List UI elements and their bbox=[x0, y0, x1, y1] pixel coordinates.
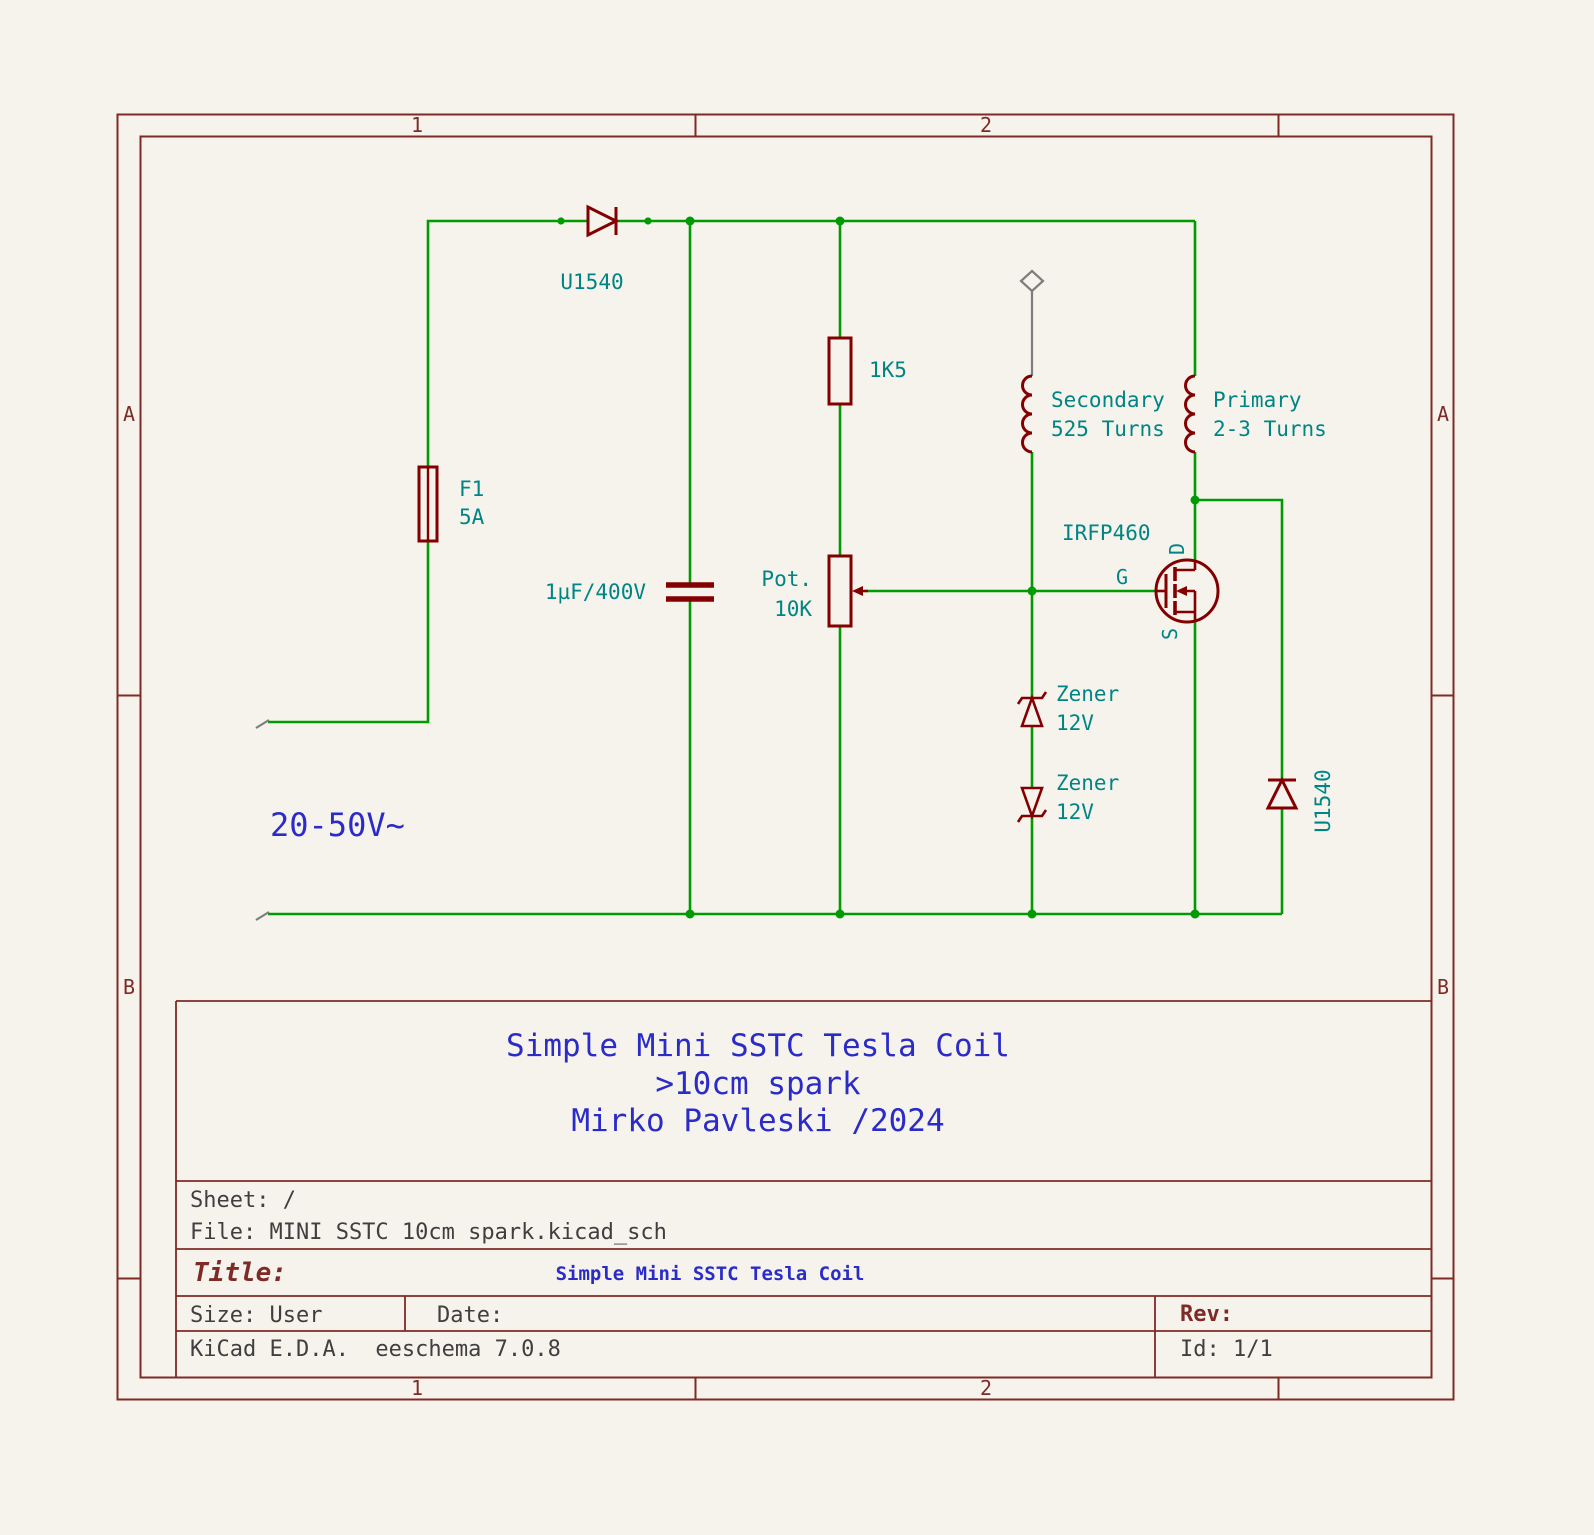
sheet-frame: 1 2 1 2 A A B B bbox=[116, 113, 1455, 1401]
frame-outer-border bbox=[116, 113, 1455, 1401]
generator-field: KiCad E.D.A. eeschema 7.0.8 bbox=[190, 1337, 561, 1362]
title-value: Simple Mini SSTC Tesla Coil bbox=[556, 1263, 865, 1285]
supply-terminals bbox=[255, 719, 270, 921]
zone-rowA-right: A bbox=[1437, 402, 1449, 426]
secondary-name-label: Secondary bbox=[1051, 388, 1165, 412]
diode-flyback-label: U1540 bbox=[1311, 769, 1335, 832]
resistor: 1K5 bbox=[827, 336, 907, 406]
frame-inner-border bbox=[139, 135, 1433, 1379]
antenna-diamond bbox=[1019, 269, 1045, 293]
primary-coil: Primary 2-3 Turns bbox=[1184, 374, 1327, 454]
fuse: F1 5A bbox=[417, 465, 485, 543]
pot-wiper-arrow bbox=[852, 586, 863, 596]
primary-turns-label: 2-3 Turns bbox=[1213, 417, 1327, 441]
antenna bbox=[1019, 269, 1045, 376]
zener2-value-label: 12V bbox=[1056, 800, 1094, 824]
title-block: Simple Mini SSTC Tesla Coil >10cm spark … bbox=[175, 1000, 1432, 1378]
junction-dots bbox=[557, 216, 1200, 919]
zone-rowB-right: B bbox=[1437, 975, 1449, 999]
supply-voltage-note: 20-50V~ bbox=[270, 806, 405, 844]
diode-series: U1540 bbox=[560, 204, 624, 294]
diode-series-label: U1540 bbox=[560, 270, 623, 294]
zener2-name-label: Zener bbox=[1056, 771, 1119, 795]
mosfet-body-arrow bbox=[1176, 586, 1187, 596]
file-field: File: MINI SSTC 10cm spark.kicad_sch bbox=[190, 1220, 667, 1245]
wires bbox=[268, 219, 1284, 916]
wire-to-flyback-diode bbox=[1195, 498, 1284, 780]
diode-flyback: U1540 bbox=[1265, 769, 1335, 833]
frame-tick-bottom bbox=[694, 1377, 1280, 1400]
pot-value-label: 10K bbox=[774, 597, 812, 621]
frame-tick-top bbox=[694, 114, 1280, 137]
zone-rowA-left: A bbox=[123, 402, 135, 426]
primary-name-label: Primary bbox=[1213, 388, 1302, 412]
secondary-coil: Secondary 525 Turns bbox=[1021, 374, 1165, 454]
size-field: Size: User bbox=[190, 1303, 322, 1328]
zone-col2-top: 2 bbox=[980, 113, 992, 137]
wire-left-to-diode bbox=[426, 219, 588, 467]
capacitor-value-label: 1µF/400V bbox=[545, 580, 647, 604]
zener-diode-1: Zener 12V bbox=[1016, 682, 1119, 735]
terminal-bottom bbox=[255, 911, 270, 921]
frame-tick-right bbox=[1431, 694, 1454, 1280]
fuse-ref-label: F1 bbox=[459, 477, 484, 501]
frame-tick-left bbox=[117, 694, 141, 1280]
resistor-value-label: 1K5 bbox=[869, 358, 907, 382]
zone-col1-top: 1 bbox=[411, 113, 423, 137]
potentiometer: Pot. 10K bbox=[761, 554, 868, 628]
comment-line-3: Mirko Pavleski /2024 bbox=[571, 1103, 944, 1139]
wire-left-to-terminal bbox=[268, 541, 430, 724]
terminal-top bbox=[255, 719, 270, 729]
zener1-name-label: Zener bbox=[1056, 682, 1119, 706]
comment-line-2: >10cm spark bbox=[655, 1066, 861, 1102]
zone-col2-bottom: 2 bbox=[980, 1376, 992, 1400]
mosfet-source-label: S bbox=[1158, 628, 1182, 640]
secondary-turns-label: 525 Turns bbox=[1051, 417, 1165, 441]
zener-diode-2: Zener 12V bbox=[1016, 771, 1119, 824]
date-field: Date: bbox=[437, 1303, 503, 1328]
mosfet: IRFP460 G D S bbox=[1062, 521, 1220, 640]
mosfet-gate-label: G bbox=[1116, 565, 1128, 589]
zone-rowB-left: B bbox=[123, 975, 135, 999]
comment-line-1: Simple Mini SSTC Tesla Coil bbox=[506, 1028, 1010, 1064]
capacitor: 1µF/400V bbox=[545, 580, 714, 604]
rev-label: Rev: bbox=[1180, 1302, 1233, 1327]
zener1-value-label: 12V bbox=[1056, 711, 1094, 735]
pot-name-label: Pot. bbox=[761, 567, 812, 591]
title-label: Title: bbox=[193, 1258, 287, 1288]
id-field: Id: 1/1 bbox=[1180, 1337, 1273, 1362]
mosfet-drain-label: D bbox=[1165, 543, 1189, 555]
sheet-field: Sheet: / bbox=[190, 1188, 296, 1213]
fuse-value-label: 5A bbox=[459, 505, 485, 529]
zone-col1-bottom: 1 bbox=[411, 1376, 423, 1400]
mosfet-ref-label: IRFP460 bbox=[1062, 521, 1151, 545]
